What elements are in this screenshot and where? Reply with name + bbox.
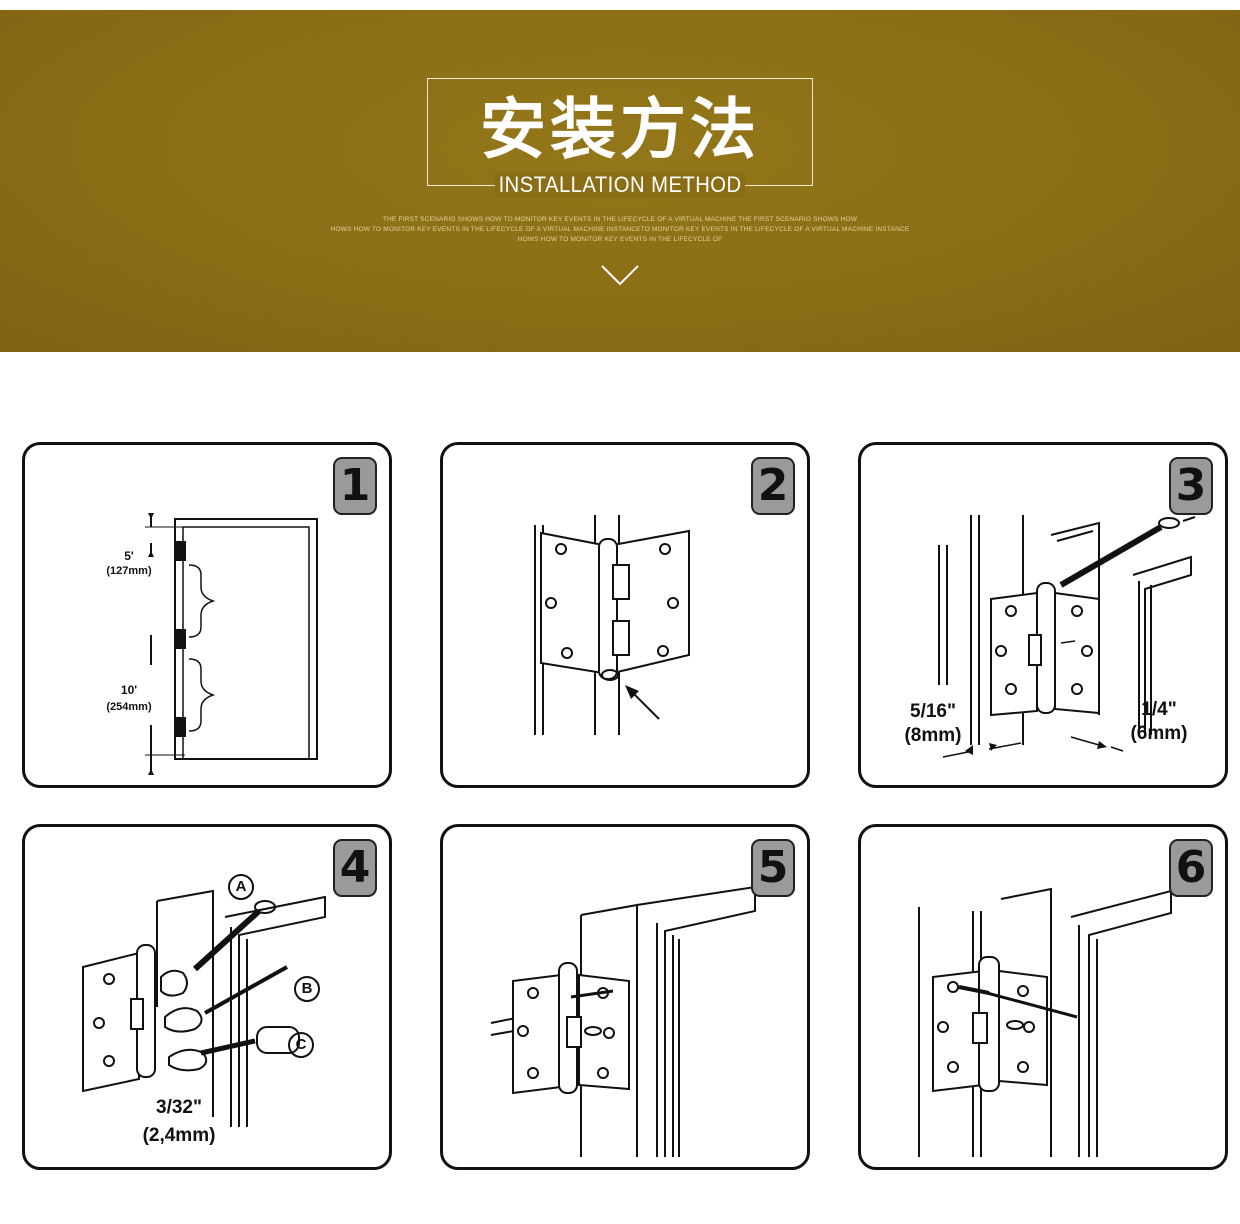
page-title: 安装方法: [480, 91, 760, 168]
hinge-final-screw-illustration: [918, 887, 1172, 1157]
door-hinge-spacing-illustration: [145, 513, 318, 775]
step-1-mid-spacing: 10': [120, 683, 138, 697]
step-4-label-c: C: [295, 1036, 307, 1053]
step-5-panel: 5: [440, 824, 810, 1170]
step-4-badge: 4: [333, 839, 377, 897]
step-3-left-dim: 5/16": [910, 701, 956, 722]
step-6-badge: 6: [1169, 839, 1213, 897]
step-3-panel: 5/16" (8mm) 1/4" (6mm) 3: [858, 442, 1228, 788]
hinge-drilling-illustration: [82, 874, 326, 1127]
hinge-screw-door-illustration: [490, 885, 756, 1157]
hinge-open-illustration: [534, 515, 690, 735]
step-1-top-spacing-mm: (127mm): [106, 565, 152, 577]
chevron-down-icon: [601, 265, 639, 286]
hinge-position-marking-illustration: [938, 515, 1196, 758]
subtitle-line-3: HOWS HOW TO MONITOR KEY EVENTS IN THE LI…: [517, 236, 723, 243]
step-4-label-a: A: [235, 878, 247, 895]
step-6-panel: 6: [858, 824, 1228, 1170]
step-4-drill-dim-mm: (2,4mm): [142, 1125, 216, 1146]
step-5-badge: 5: [751, 839, 795, 897]
step-4-drill-dim: 3/32": [156, 1097, 202, 1118]
step-3-left-dim-mm: (8mm): [904, 725, 962, 746]
step-1-badge: 1: [333, 457, 377, 515]
subtitle-line-2: HOWS HOW TO MONITOR KEY EVENTS IN THE LI…: [330, 226, 910, 233]
page-subtitle: INSTALLATION METHOD: [494, 172, 746, 198]
step-4-panel: A B C 3/32" (2,4mm) 4: [22, 824, 392, 1170]
step-1-top-spacing: 5': [124, 549, 134, 563]
step-3-right-dim: 1/4": [1141, 699, 1177, 720]
step-2-badge: 2: [751, 457, 795, 515]
step-1-panel: 5' (127mm) 10' (254mm) 1: [22, 442, 392, 788]
step-3-right-dim-mm: (6mm): [1130, 723, 1188, 744]
step-4-label-b: B: [301, 980, 313, 997]
step-2-panel: 2: [440, 442, 810, 788]
subtitle-line-1: THE FIRST SCENARIO SHOWS HOW TO MONITOR …: [382, 216, 858, 223]
page-subtitle-wrap: INSTALLATION METHOD: [427, 172, 813, 198]
step-1-mid-spacing-mm: (254mm): [106, 701, 152, 713]
step-3-badge: 3: [1169, 457, 1213, 515]
